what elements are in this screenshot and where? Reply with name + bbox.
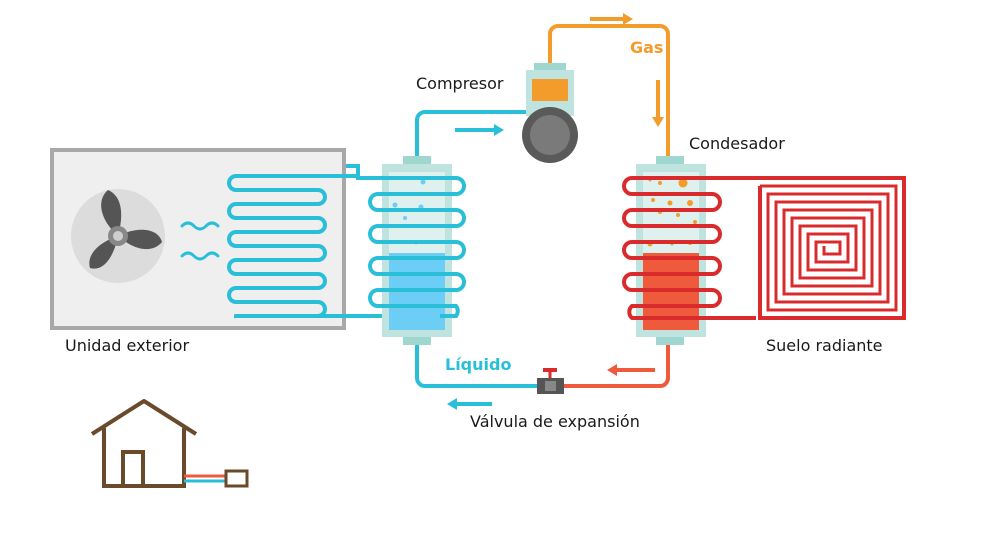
fan-icon [71,189,165,283]
outdoor-unit [50,148,390,330]
compressor-label: Compresor [416,74,504,93]
arrow-down-icon [652,80,664,127]
arrow-right-icon [590,13,633,25]
condenser-label: Condesador [689,134,785,153]
radiant-floor-label: Suelo radiante [766,336,883,355]
evaporator-coil [227,174,358,319]
radiant-floor-spiral [716,176,906,320]
gas-label: Gas [630,38,663,57]
evaporator-tank [368,156,466,345]
outdoor-unit-label: Unidad exterior [65,336,189,355]
air-flow-icon [180,251,220,261]
house-icon [90,399,249,488]
liquid-label: Líquido [445,355,511,374]
arrow-left-icon [447,398,492,410]
compressor [522,63,578,163]
arrow-left-icon [607,364,655,376]
arrow-right-icon [455,124,504,136]
condenser-tank [622,156,722,345]
air-flow-icon [180,221,220,231]
expansion-valve-icon [537,368,564,394]
expansion-valve-label: Válvula de expansión [470,412,640,431]
